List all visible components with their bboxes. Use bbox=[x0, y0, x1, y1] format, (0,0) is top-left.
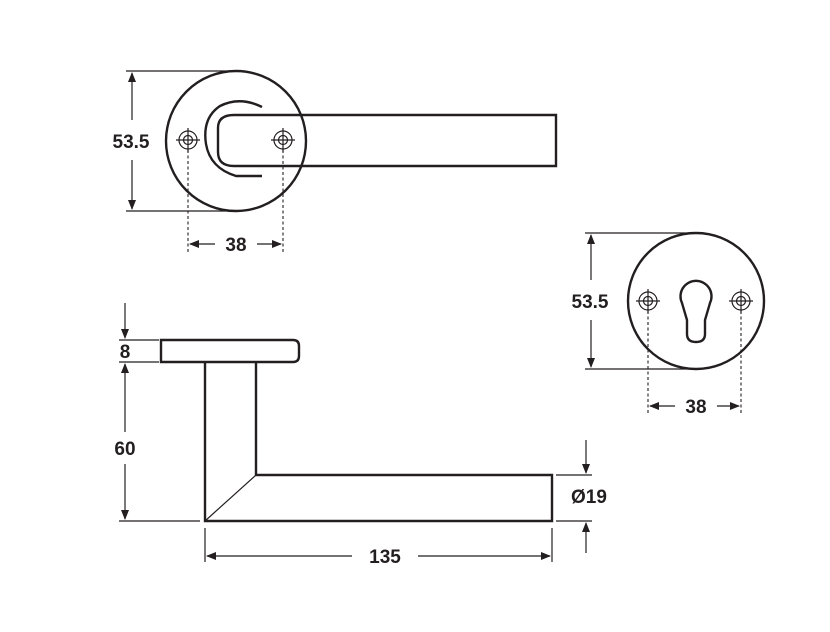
side-rose-thickness-label: 8 bbox=[120, 342, 131, 363]
side-lever-outline bbox=[203, 362, 554, 523]
top-screw-right-icon bbox=[271, 128, 295, 152]
top-lever-neck bbox=[204, 100, 263, 178]
top-screw-left-icon bbox=[176, 128, 200, 152]
side-projection-label: 60 bbox=[114, 439, 135, 460]
top-lever-outline bbox=[216, 113, 558, 168]
top-rose-outline bbox=[164, 69, 308, 213]
escutcheon-view: 53.5 38 bbox=[572, 231, 766, 418]
escutcheon-screw-spacing-label: 38 bbox=[685, 397, 706, 418]
side-lever-diameter-label: Ø19 bbox=[571, 487, 607, 508]
side-rose-plate bbox=[159, 338, 301, 364]
escutcheon-diameter-label: 53.5 bbox=[572, 292, 609, 313]
side-lever-bend bbox=[204, 474, 257, 522]
escutcheon-screw-right-icon bbox=[729, 289, 753, 313]
keyhole-cutout bbox=[679, 279, 713, 344]
escutcheon-screw-left-icon bbox=[636, 289, 660, 313]
top-screw-spacing-label: 38 bbox=[225, 235, 246, 256]
side-lever-length-label: 135 bbox=[369, 547, 401, 568]
side-view: 8 60 Ø19 135 bbox=[114, 303, 607, 568]
top-view: 53.5 38 bbox=[113, 69, 558, 256]
top-rose-diameter-label: 53.5 bbox=[113, 132, 150, 153]
